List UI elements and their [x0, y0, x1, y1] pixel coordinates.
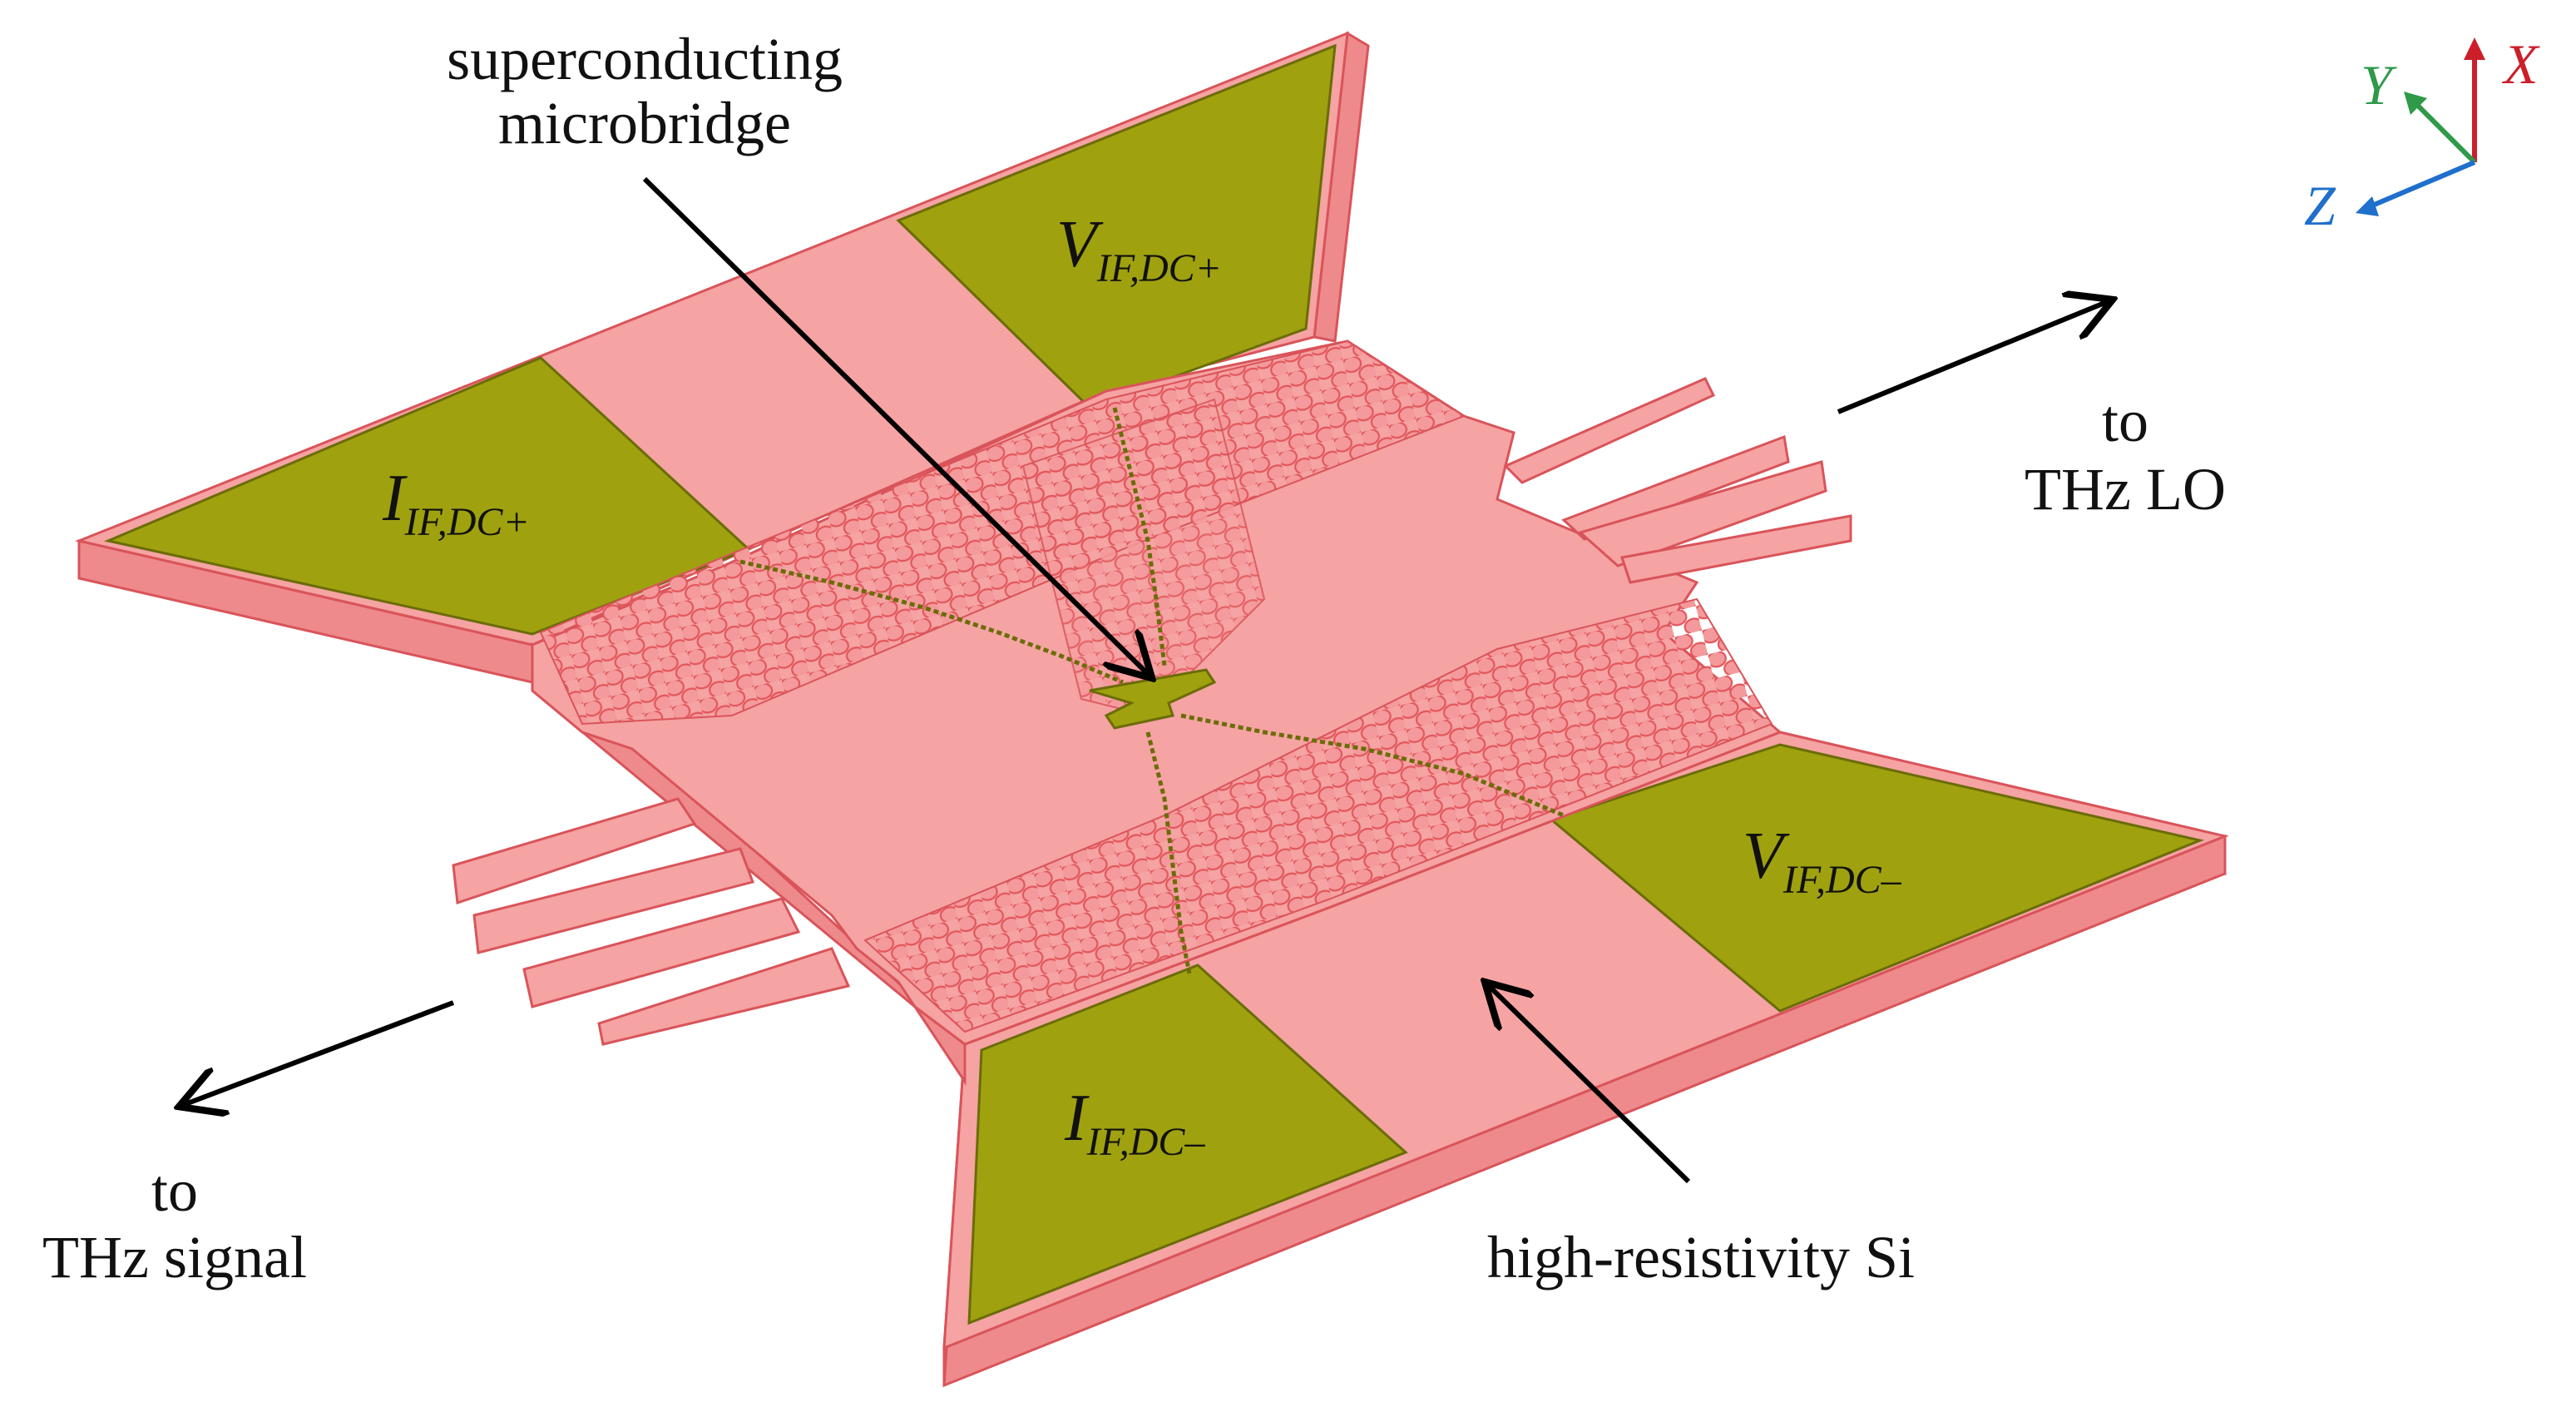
- fin-right-1: [1503, 377, 1716, 484]
- axis-y-head: [2404, 92, 2427, 115]
- pc-band-lower: [863, 597, 1773, 1033]
- lower-wing: [942, 731, 2229, 1388]
- pad-v-plus-label: VIF,DC+: [1056, 208, 1222, 290]
- upper-wing: [74, 31, 1370, 684]
- fin-right-4: [1620, 514, 1852, 584]
- pad-i-minus-main: I: [1064, 1082, 1090, 1155]
- lo-label-line2: THz LO: [2025, 456, 2226, 523]
- microbridge: [1089, 668, 1217, 730]
- fin-left-1: [452, 797, 697, 905]
- axis-y-label: Y: [2361, 53, 2397, 116]
- fin-left-3: [522, 897, 801, 1008]
- pad-i-minus-label: IIF,DC–: [1064, 1082, 1205, 1164]
- pad-v-minus: [1548, 743, 2204, 1013]
- pad-i-plus-label: IIF,DC+: [382, 462, 530, 544]
- fin-left-4: [597, 947, 851, 1046]
- microbridge-label-line1: superconducting: [447, 26, 843, 92]
- lo-label-line1: to: [2102, 388, 2148, 454]
- signal-label-line2: THz signal: [42, 1224, 307, 1291]
- pad-v-plus: [896, 43, 1337, 409]
- microbridge-arrow: [642, 176, 1152, 678]
- pad-v-plus-main: V: [1056, 208, 1104, 281]
- axis-y-arrow: [2410, 97, 2477, 165]
- microbridge-label-line2: microbridge: [498, 90, 791, 156]
- lo-arrow: [1837, 300, 2113, 414]
- bias-line-3: [1180, 713, 1565, 818]
- bias-line-4: [1145, 731, 1192, 974]
- bias-line-1: [739, 559, 1124, 685]
- antenna-fins-right: [1503, 377, 1852, 584]
- axis-z-head: [2356, 196, 2379, 216]
- signal-label-line1: to: [151, 1157, 198, 1224]
- antenna-fins-left: [452, 797, 851, 1046]
- substrate-arrow: [1485, 982, 1691, 1184]
- axis-x-head: [2464, 37, 2485, 60]
- pc-band-center: [1021, 398, 1266, 717]
- axes-triad: [2356, 37, 2485, 216]
- fin-right-3: [1577, 460, 1827, 567]
- fin-left-2: [472, 847, 754, 954]
- signal-arrow: [179, 1000, 455, 1107]
- pad-i-minus: [967, 964, 1408, 1325]
- pad-v-plus-sub: IF,DC+: [1096, 246, 1222, 290]
- substrate-label: high-resistivity Si: [1487, 1224, 1915, 1291]
- pad-v-minus-label: VIF,DC–: [1743, 820, 1902, 902]
- pad-v-minus-main: V: [1743, 820, 1790, 893]
- pad-i-plus-sub: IF,DC+: [404, 500, 530, 544]
- axis-z-label: Z: [2304, 174, 2336, 237]
- axis-z-arrow: [2365, 160, 2476, 211]
- bias-line-2: [1112, 407, 1167, 666]
- axis-x-label: X: [2501, 32, 2540, 96]
- pad-v-minus-sub: IF,DC–: [1782, 858, 1902, 902]
- fin-right-2: [1561, 434, 1790, 541]
- pad-i-minus-sub: IF,DC–: [1086, 1120, 1206, 1164]
- pad-i-plus-main: I: [382, 462, 408, 535]
